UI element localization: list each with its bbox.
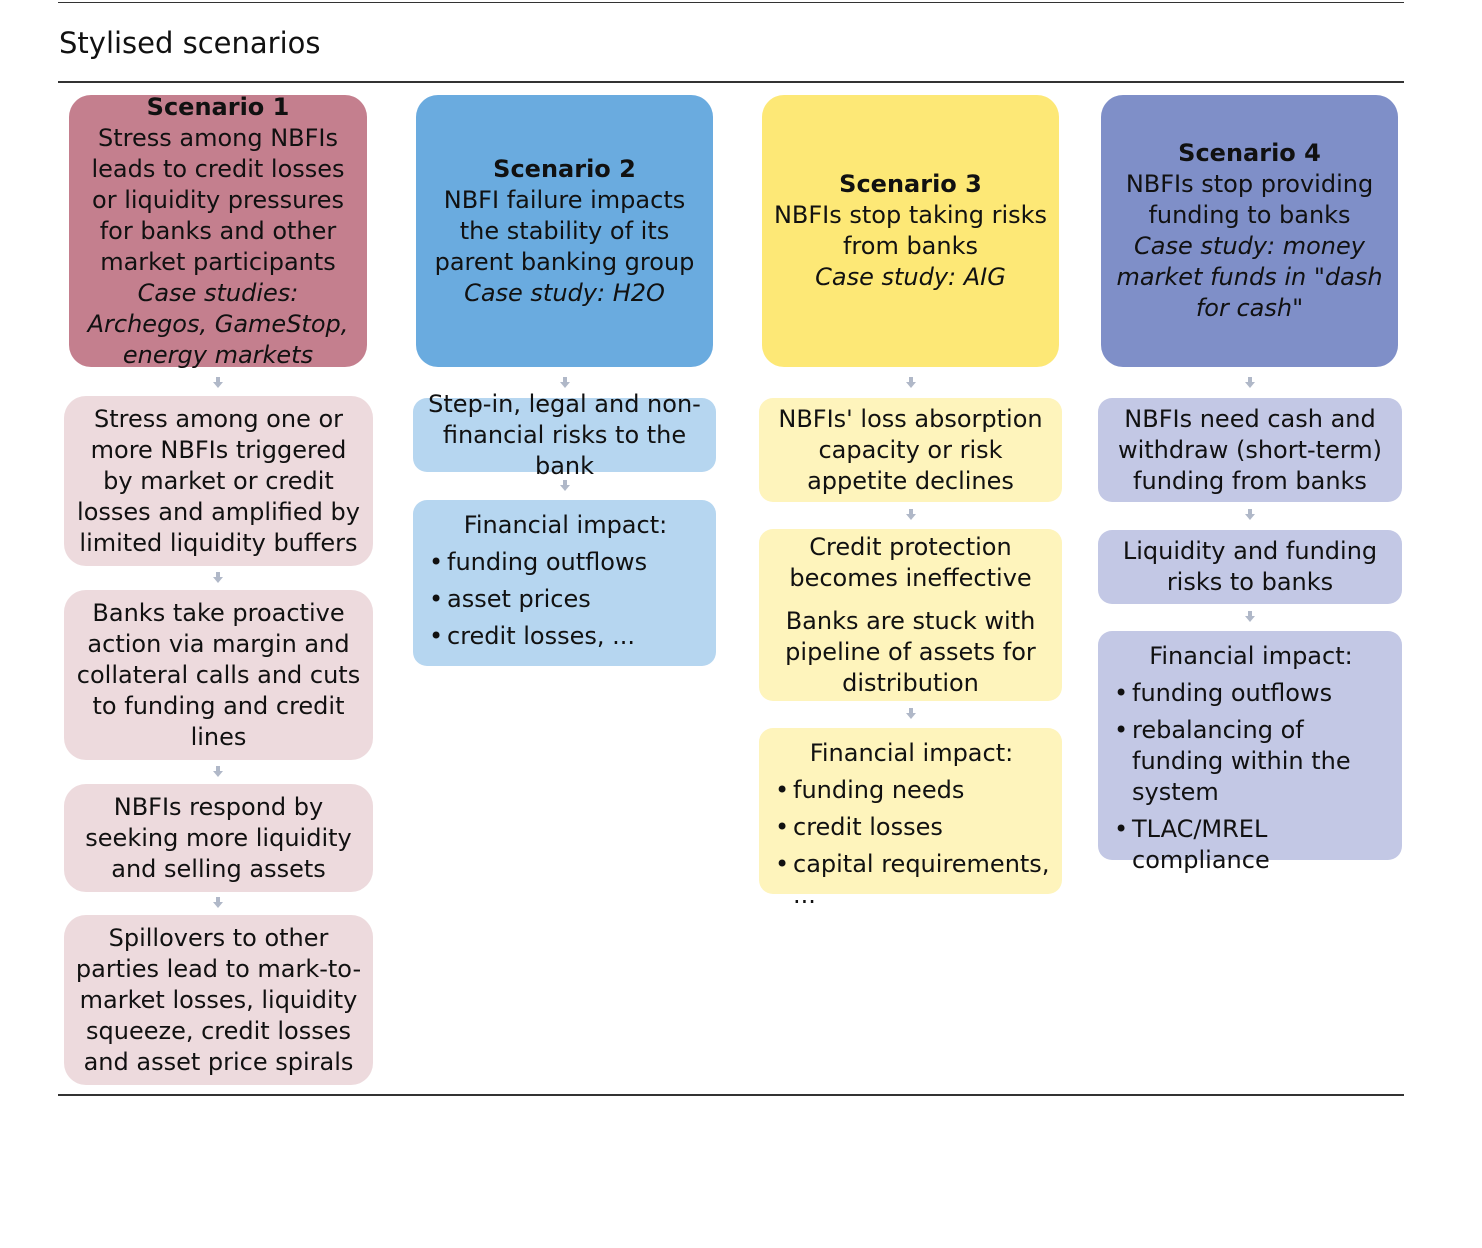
step-text-line-2: Banks are stuck with pipeline of assets … bbox=[785, 606, 1036, 697]
impact-title: Financial impact: bbox=[809, 739, 1014, 767]
scenario-2-name: Scenario 2 bbox=[493, 154, 636, 183]
arrow-down-icon bbox=[560, 480, 570, 492]
scenario-1-name: Scenario 1 bbox=[146, 92, 290, 121]
step-text-line-1: Credit protection becomes ineffective bbox=[789, 532, 1032, 592]
arrow-down-icon bbox=[213, 572, 223, 584]
arrow-down-icon bbox=[213, 766, 223, 778]
scenario-2-case: Case study: H2O bbox=[464, 278, 665, 307]
scenario-3-step-1: NBFIs' loss absorption capacity or risk … bbox=[759, 398, 1062, 502]
step-text: NBFIs need cash and withdraw (short-term… bbox=[1117, 404, 1383, 495]
step-text: Spillovers to other parties lead to mark… bbox=[75, 923, 362, 1076]
arrow-down-icon bbox=[213, 897, 223, 909]
impact-item: capital requirements, ... bbox=[771, 849, 1052, 911]
impact-item: credit losses, ... bbox=[425, 621, 706, 652]
impact-item: asset prices bbox=[425, 584, 706, 615]
scenario-3-header: Scenario 3 NBFIs stop taking risks from … bbox=[762, 95, 1059, 367]
scenario-3-name: Scenario 3 bbox=[839, 170, 982, 198]
step-text: Liquidity and funding risks to banks bbox=[1122, 537, 1378, 596]
bottom-rule bbox=[58, 1094, 1404, 1096]
step-text: NBFIs respond by seeking more liquidity … bbox=[85, 792, 352, 883]
arrow-down-icon bbox=[906, 509, 916, 521]
impact-title: Financial impact: bbox=[463, 511, 668, 539]
scenario-2-step-1: Step-in, legal and non-financial risks t… bbox=[413, 390, 716, 480]
title-rule bbox=[58, 81, 1404, 83]
scenario-4-header: Scenario 4 NBFIs stop providing funding … bbox=[1101, 95, 1398, 367]
arrow-down-icon bbox=[213, 377, 223, 389]
impact-item: TLAC/MREL compliance bbox=[1110, 814, 1392, 876]
arrow-down-icon bbox=[1245, 509, 1255, 521]
impact-title: Financial impact: bbox=[1149, 642, 1353, 670]
scenario-3-description: NBFIs stop taking risks from banks bbox=[773, 201, 1048, 260]
arrow-down-icon bbox=[1245, 611, 1255, 623]
impact-list: funding outflows rebalancing of funding … bbox=[1110, 678, 1392, 882]
impact-list: funding outflows asset prices credit los… bbox=[425, 547, 706, 658]
scenario-1-step-1: Stress among one or more NBFIs triggered… bbox=[64, 396, 373, 566]
arrow-down-icon bbox=[1245, 377, 1255, 389]
step-text: Stress among one or more NBFIs triggered… bbox=[77, 404, 360, 557]
scenario-3-impact: Financial impact: funding needs credit l… bbox=[759, 728, 1062, 909]
impact-item: credit losses bbox=[771, 812, 1052, 843]
scenario-1-step-3: NBFIs respond by seeking more liquidity … bbox=[64, 784, 373, 892]
scenario-4-impact: Financial impact: funding outflows rebal… bbox=[1098, 631, 1402, 874]
scenario-3-case: Case study: AIG bbox=[815, 263, 1006, 291]
scenario-1-description: Stress among NBFIs leads to credit losse… bbox=[91, 123, 345, 276]
arrow-down-icon bbox=[906, 708, 916, 720]
scenario-1-step-4: Spillovers to other parties lead to mark… bbox=[64, 915, 373, 1085]
impact-item: funding outflows bbox=[425, 547, 706, 578]
figure-title: Stylised scenarios bbox=[59, 26, 321, 60]
scenario-1-header: Scenario 1 Stress among NBFIs leads to c… bbox=[69, 92, 367, 369]
scenario-4-step-1: NBFIs need cash and withdraw (short-term… bbox=[1098, 398, 1402, 502]
scenario-4-name: Scenario 4 bbox=[1178, 139, 1321, 167]
arrow-down-icon bbox=[906, 377, 916, 389]
impact-item: funding needs bbox=[771, 775, 1052, 806]
scenario-2-description: NBFI failure impacts the stability of it… bbox=[434, 185, 695, 276]
scenario-4-case: Case study: money market funds in "dash … bbox=[1116, 232, 1383, 322]
scenario-3-step-2: Credit protection becomes ineffective Ba… bbox=[759, 529, 1062, 701]
impact-item: funding outflows bbox=[1110, 678, 1392, 709]
scenario-2-impact: Financial impact: funding outflows asset… bbox=[413, 500, 716, 666]
scenario-1-case: Case studies: Archegos, GameStop, energy… bbox=[87, 278, 349, 369]
scenario-1-step-2: Banks take proactive action via margin a… bbox=[64, 590, 373, 760]
scenario-4-step-2: Liquidity and funding risks to banks bbox=[1098, 530, 1402, 604]
arrow-down-icon bbox=[560, 377, 570, 389]
scenario-4-description: NBFIs stop providing funding to banks bbox=[1125, 170, 1374, 229]
impact-list: funding needs credit losses capital requ… bbox=[771, 775, 1052, 917]
step-text: Banks take proactive action via margin a… bbox=[76, 598, 361, 751]
top-rule bbox=[58, 2, 1404, 3]
step-text: Step-in, legal and non-financial risks t… bbox=[428, 389, 701, 480]
impact-item: rebalancing of funding within the system bbox=[1110, 715, 1392, 808]
scenario-2-header: Scenario 2 NBFI failure impacts the stab… bbox=[416, 95, 713, 367]
step-text: NBFIs' loss absorption capacity or risk … bbox=[778, 404, 1043, 495]
